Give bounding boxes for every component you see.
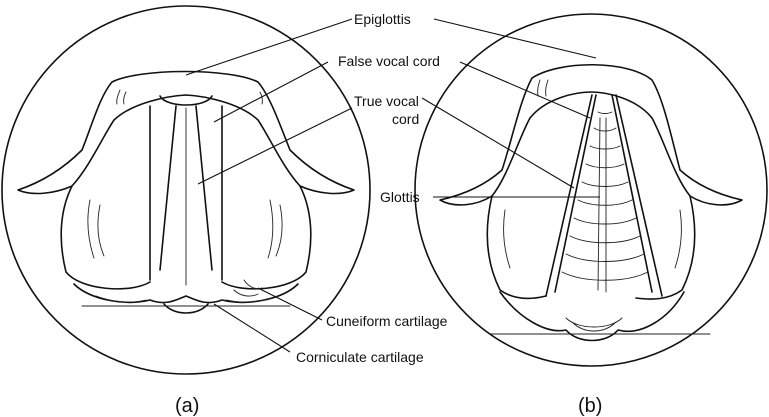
label-corniculate-cartilage: Corniculate cartilage bbox=[296, 349, 424, 365]
label-cuneiform-cartilage: Cuneiform cartilage bbox=[326, 313, 448, 329]
label-epiglottis: Epiglottis bbox=[354, 11, 411, 27]
panel-b-frame bbox=[415, 14, 767, 366]
label-true-vocal-cord-line1: True vocal bbox=[354, 93, 419, 109]
label-false-vocal-cord: False vocal cord bbox=[338, 53, 440, 69]
caption-a: (a) bbox=[175, 395, 199, 417]
caption-b: (b) bbox=[578, 395, 602, 417]
panel-b: (b) bbox=[415, 14, 767, 417]
label-true-vocal-cord-line2: cord bbox=[392, 111, 419, 127]
label-glottis: Glottis bbox=[380, 189, 420, 205]
